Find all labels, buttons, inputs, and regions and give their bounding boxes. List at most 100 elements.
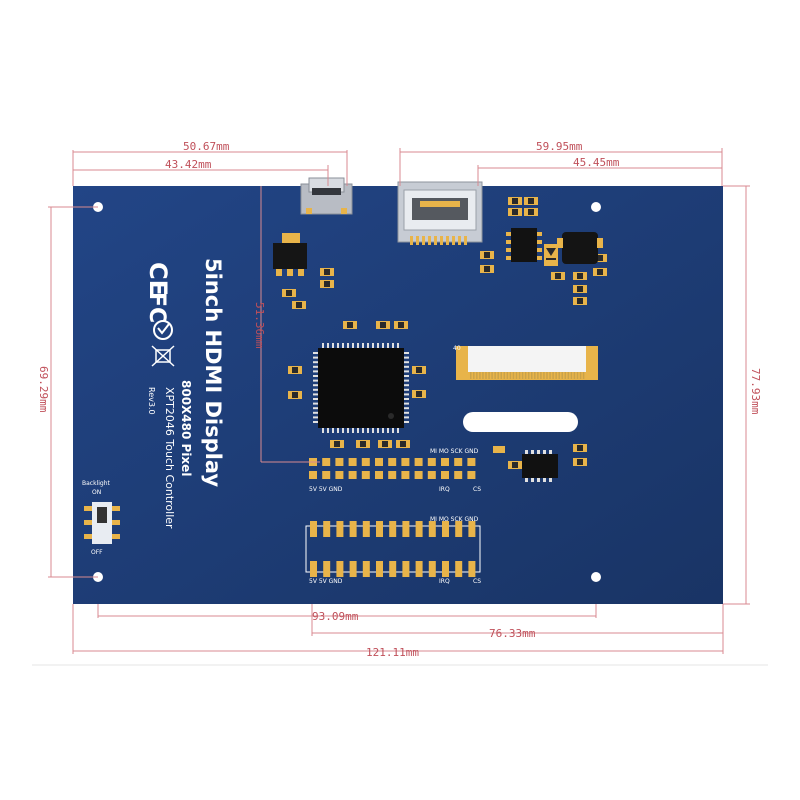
header-pin — [389, 561, 397, 577]
fpc-pin — [494, 372, 496, 379]
weee-bin-icon — [151, 345, 175, 367]
chip-pin — [313, 370, 318, 373]
header-pin — [402, 521, 410, 537]
header-pin — [468, 561, 476, 577]
fpc-pin — [537, 372, 539, 379]
header-pin — [455, 521, 463, 537]
chip-pin — [332, 428, 334, 433]
header-pin — [336, 521, 344, 537]
voltage-regulator — [273, 233, 307, 276]
chip-pin — [313, 375, 318, 377]
header-pin — [442, 561, 449, 577]
fpc-pin — [521, 372, 524, 379]
header-pin — [323, 561, 331, 577]
fpc-pin — [582, 372, 585, 379]
fcc-mark-icon: FC — [144, 292, 169, 323]
header-pins-label: MI MO SCK GND — [430, 448, 479, 455]
chip-pin — [322, 428, 324, 433]
header-pin — [441, 458, 449, 466]
small-ic — [506, 228, 542, 262]
fpc-pin — [573, 372, 576, 379]
chip-pin — [387, 428, 389, 433]
header-pin — [349, 521, 357, 537]
chip-pin — [392, 343, 394, 348]
gpio-header-top: MI MO SCK GND 5V 5V GND IRQ CS — [309, 448, 481, 493]
header-pin — [335, 471, 344, 479]
header-pin — [348, 458, 357, 466]
chip-pin — [404, 361, 409, 364]
header-pin — [323, 521, 331, 537]
fpc-pin — [570, 372, 573, 379]
chip-pin — [313, 384, 318, 387]
chip-pin — [377, 343, 379, 348]
header-pin — [427, 458, 436, 466]
chip-pin — [382, 343, 384, 348]
fpc-pin — [512, 372, 515, 379]
board-label: 5inch HDMI Display 800X480 Pixel XPT2046… — [147, 258, 225, 529]
fpc-pin — [500, 372, 502, 379]
chip-pin — [313, 416, 318, 419]
chip-pin — [404, 388, 409, 391]
fpc-pin — [527, 372, 530, 379]
fpc-pin — [564, 372, 567, 379]
chip-pin — [367, 428, 369, 433]
dimension-bottom-mid: 76.33mm — [489, 627, 536, 640]
dimension-top-right-inner: 45.45mm — [573, 156, 620, 169]
gpio-header-bottom: MI MO SCK GND 5V 5V GND IRQ CS — [305, 516, 481, 585]
chip-pin — [357, 343, 359, 348]
chip-pin — [377, 428, 379, 433]
chip-pin — [404, 398, 409, 400]
chip-pin — [404, 365, 409, 368]
fpc-pin — [503, 372, 506, 379]
header-pin — [467, 471, 476, 479]
chip-pin — [313, 398, 318, 400]
dimension-top-left-inner: 43.42mm — [165, 158, 212, 171]
ce-mark-icon: CE — [144, 262, 172, 296]
header-pin — [402, 561, 410, 577]
fpc-pin — [576, 372, 579, 379]
header-pin — [348, 471, 357, 479]
fpc-pin — [482, 372, 484, 379]
fpc-pin — [561, 372, 563, 379]
dimension-bottom-inner: 93.09mm — [312, 610, 359, 623]
fpc-connector: 40 — [453, 345, 598, 380]
chip-pin — [404, 375, 409, 377]
chip-pin — [342, 428, 344, 433]
diode — [544, 244, 558, 266]
header-irq-label: IRQ — [439, 578, 450, 585]
header-pin — [335, 458, 344, 466]
chip-pin — [362, 428, 364, 433]
chip-pin — [387, 343, 389, 348]
main-controller-chip — [313, 343, 409, 433]
header-pin — [442, 521, 449, 537]
chip-pin — [327, 428, 329, 433]
chip-pin — [404, 384, 409, 387]
dimension-bottom-total: 121.11mm — [366, 646, 419, 659]
chip-pin — [367, 343, 369, 348]
chip-pin — [337, 428, 339, 433]
fpc-pin — [531, 372, 533, 379]
header-cs-label: CS — [473, 578, 481, 585]
rcm-check-icon — [157, 323, 170, 335]
chip-pin — [397, 428, 399, 433]
header-pin — [362, 521, 370, 537]
dimension-top-left-outer: 50.67mm — [183, 140, 230, 153]
fpc-pin — [506, 372, 509, 379]
fpc-pin — [534, 372, 536, 379]
chip-pin — [372, 343, 374, 348]
header-power-label: 5V 5V GND — [309, 578, 343, 585]
fpc-pin — [509, 372, 512, 379]
fpc-pin — [546, 372, 548, 379]
touch-controller-chip — [522, 450, 558, 482]
header-pin — [414, 471, 423, 479]
fpc-pin — [470, 372, 472, 379]
header-irq-label: IRQ — [439, 486, 450, 493]
chip-pin — [404, 411, 409, 414]
header-pins-label: MI MO SCK GND — [430, 516, 479, 523]
chip-pin — [372, 428, 374, 433]
chip-pin — [392, 428, 394, 433]
chip-pin — [352, 428, 354, 433]
chip-pin — [352, 343, 354, 348]
header-pin — [415, 521, 423, 537]
chip-pin — [313, 361, 318, 364]
